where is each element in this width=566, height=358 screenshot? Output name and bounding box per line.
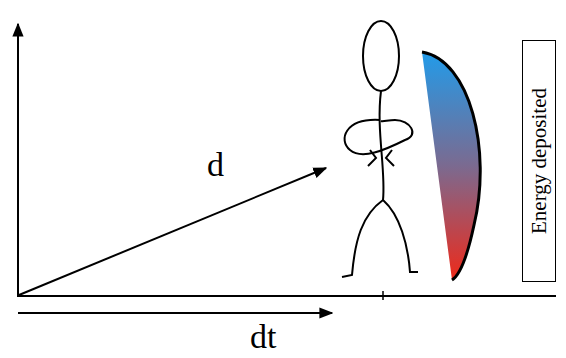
energy-profile-outline bbox=[422, 52, 480, 280]
energy-profile bbox=[422, 52, 480, 280]
distance-vector bbox=[19, 168, 326, 295]
box-label: Energy deposited bbox=[529, 88, 550, 234]
axis-label: dt bbox=[250, 320, 276, 354]
axis-label: d bbox=[207, 148, 224, 182]
tick bbox=[382, 291, 384, 300]
x-axis bbox=[17, 295, 556, 297]
time-arrow bbox=[18, 312, 332, 314]
stick-figure bbox=[342, 21, 418, 277]
label-box: Energy deposited bbox=[522, 40, 556, 282]
y-axis bbox=[17, 24, 19, 296]
